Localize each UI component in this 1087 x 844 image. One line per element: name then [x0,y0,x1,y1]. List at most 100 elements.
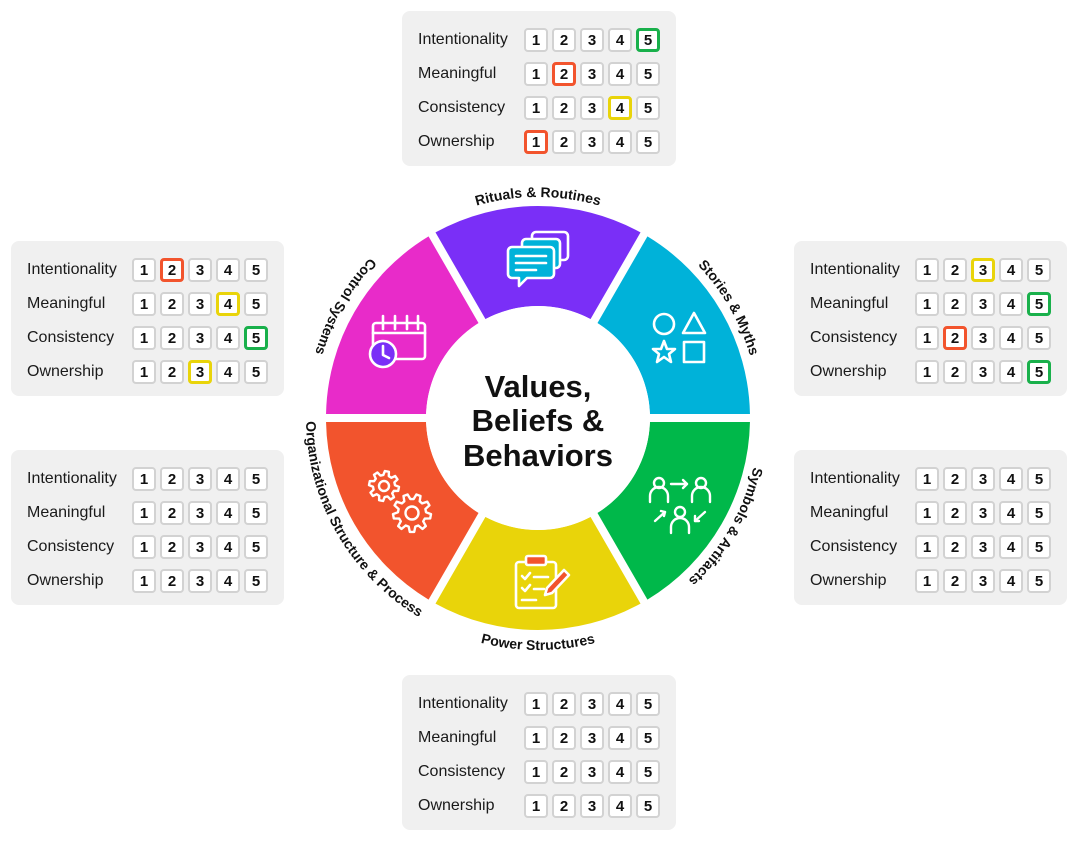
rating-option-5[interactable]: 5 [244,467,268,491]
rating-option-1[interactable]: 1 [132,535,156,559]
rating-option-3[interactable]: 3 [971,258,995,282]
rating-option-2[interactable]: 2 [552,794,576,818]
rating-option-2[interactable]: 2 [943,569,967,593]
rating-option-1[interactable]: 1 [524,794,548,818]
rating-option-5[interactable]: 5 [1027,501,1051,525]
rating-option-5[interactable]: 5 [1027,292,1051,316]
rating-option-5[interactable]: 5 [244,292,268,316]
rating-option-3[interactable]: 3 [971,292,995,316]
rating-option-5[interactable]: 5 [244,326,268,350]
rating-option-3[interactable]: 3 [580,96,604,120]
rating-option-3[interactable]: 3 [188,467,212,491]
rating-option-4[interactable]: 4 [216,467,240,491]
rating-option-4[interactable]: 4 [608,726,632,750]
rating-option-3[interactable]: 3 [580,130,604,154]
rating-option-5[interactable]: 5 [1027,326,1051,350]
rating-option-2[interactable]: 2 [552,760,576,784]
rating-option-3[interactable]: 3 [188,569,212,593]
rating-option-1[interactable]: 1 [524,96,548,120]
rating-option-2[interactable]: 2 [160,467,184,491]
rating-option-3[interactable]: 3 [971,326,995,350]
rating-option-3[interactable]: 3 [188,326,212,350]
rating-option-4[interactable]: 4 [216,535,240,559]
rating-option-4[interactable]: 4 [608,130,632,154]
rating-option-1[interactable]: 1 [915,535,939,559]
rating-option-5[interactable]: 5 [1027,535,1051,559]
rating-option-2[interactable]: 2 [160,360,184,384]
rating-option-4[interactable]: 4 [608,760,632,784]
rating-option-1[interactable]: 1 [915,292,939,316]
rating-option-5[interactable]: 5 [244,258,268,282]
rating-option-3[interactable]: 3 [188,292,212,316]
rating-option-1[interactable]: 1 [915,360,939,384]
rating-option-2[interactable]: 2 [160,535,184,559]
rating-option-3[interactable]: 3 [580,726,604,750]
rating-option-5[interactable]: 5 [636,130,660,154]
rating-option-2[interactable]: 2 [943,292,967,316]
rating-option-2[interactable]: 2 [552,726,576,750]
rating-option-2[interactable]: 2 [552,96,576,120]
rating-option-1[interactable]: 1 [132,360,156,384]
rating-option-2[interactable]: 2 [160,292,184,316]
rating-option-2[interactable]: 2 [943,360,967,384]
rating-option-3[interactable]: 3 [188,360,212,384]
rating-option-1[interactable]: 1 [524,692,548,716]
rating-option-3[interactable]: 3 [971,569,995,593]
rating-option-2[interactable]: 2 [160,569,184,593]
rating-option-3[interactable]: 3 [580,794,604,818]
rating-option-5[interactable]: 5 [636,28,660,52]
rating-option-1[interactable]: 1 [132,569,156,593]
rating-option-2[interactable]: 2 [552,130,576,154]
rating-option-2[interactable]: 2 [943,258,967,282]
rating-option-1[interactable]: 1 [132,467,156,491]
rating-option-2[interactable]: 2 [552,62,576,86]
rating-option-4[interactable]: 4 [216,292,240,316]
rating-option-4[interactable]: 4 [216,326,240,350]
rating-option-4[interactable]: 4 [999,360,1023,384]
rating-option-1[interactable]: 1 [132,501,156,525]
rating-option-4[interactable]: 4 [216,569,240,593]
rating-option-1[interactable]: 1 [524,28,548,52]
rating-option-3[interactable]: 3 [188,258,212,282]
rating-option-2[interactable]: 2 [160,501,184,525]
rating-option-4[interactable]: 4 [608,794,632,818]
rating-option-3[interactable]: 3 [971,360,995,384]
rating-option-2[interactable]: 2 [160,326,184,350]
rating-option-5[interactable]: 5 [244,360,268,384]
rating-option-4[interactable]: 4 [608,28,632,52]
rating-option-4[interactable]: 4 [608,62,632,86]
rating-option-5[interactable]: 5 [244,535,268,559]
rating-option-4[interactable]: 4 [608,692,632,716]
rating-option-5[interactable]: 5 [1027,569,1051,593]
rating-option-1[interactable]: 1 [915,326,939,350]
rating-option-2[interactable]: 2 [943,326,967,350]
rating-option-4[interactable]: 4 [608,96,632,120]
rating-option-4[interactable]: 4 [999,535,1023,559]
rating-option-1[interactable]: 1 [915,258,939,282]
rating-option-4[interactable]: 4 [216,258,240,282]
rating-option-3[interactable]: 3 [580,28,604,52]
rating-option-1[interactable]: 1 [132,258,156,282]
rating-option-4[interactable]: 4 [216,360,240,384]
rating-option-5[interactable]: 5 [636,62,660,86]
rating-option-5[interactable]: 5 [244,501,268,525]
rating-option-4[interactable]: 4 [999,326,1023,350]
rating-option-4[interactable]: 4 [999,569,1023,593]
rating-option-2[interactable]: 2 [943,467,967,491]
rating-option-5[interactable]: 5 [636,726,660,750]
rating-option-5[interactable]: 5 [244,569,268,593]
rating-option-4[interactable]: 4 [999,258,1023,282]
rating-option-1[interactable]: 1 [915,467,939,491]
rating-option-4[interactable]: 4 [999,292,1023,316]
rating-option-3[interactable]: 3 [971,501,995,525]
rating-option-2[interactable]: 2 [943,535,967,559]
rating-option-3[interactable]: 3 [580,692,604,716]
rating-option-3[interactable]: 3 [188,535,212,559]
rating-option-2[interactable]: 2 [552,692,576,716]
rating-option-3[interactable]: 3 [971,467,995,491]
rating-option-5[interactable]: 5 [636,794,660,818]
rating-option-3[interactable]: 3 [188,501,212,525]
rating-option-5[interactable]: 5 [636,96,660,120]
rating-option-3[interactable]: 3 [580,62,604,86]
rating-option-1[interactable]: 1 [524,760,548,784]
